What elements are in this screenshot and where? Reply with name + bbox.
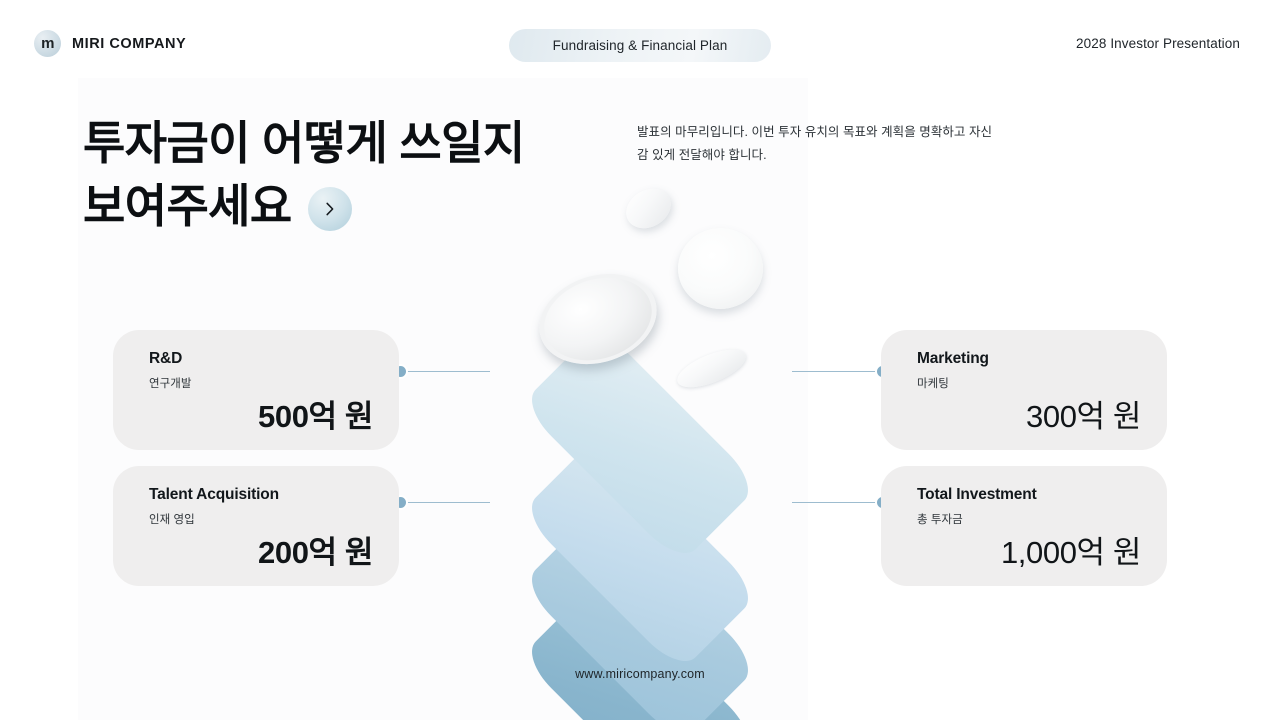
card-talent-subtitle: 인재 영입 (149, 513, 195, 526)
card-talent-title: Talent Acquisition (149, 486, 279, 503)
brand-logo[interactable]: m MIRI COMPANY (34, 30, 186, 57)
card-marketing-value: 300억 원 (1026, 399, 1141, 434)
card-marketing-subtitle: 마케팅 (917, 377, 949, 390)
section-badge-label: Fundraising & Financial Plan (552, 38, 728, 53)
title-line-1: 투자금이 어떻게 쓰일지 (83, 117, 525, 169)
coin-disc-medium (678, 228, 763, 309)
coin-disc-main (527, 259, 669, 379)
card-rnd-title: R&D (149, 350, 183, 367)
card-total-title: Total Investment (917, 486, 1037, 503)
card-marketing-title: Marketing (917, 350, 989, 367)
coin-disc-flat (672, 341, 751, 396)
card-total-subtitle: 총 투자금 (917, 513, 963, 526)
card-rnd-subtitle: 연구개발 (149, 377, 192, 390)
page-title: 투자금이 어떻게 쓰일지 보여주세요 (83, 112, 553, 239)
chevron-right-icon[interactable] (307, 187, 352, 232)
card-rnd-value: 500억 원 (258, 399, 373, 434)
coin-disc-small (618, 180, 679, 237)
connector-line-rnd (402, 371, 490, 372)
card-talent-value: 200억 원 (258, 535, 373, 570)
card-total-investment[interactable]: Total Investment 총 투자금 1,000억 원 (881, 466, 1167, 586)
section-badge: Fundraising & Financial Plan (509, 29, 771, 62)
card-talent-acquisition[interactable]: Talent Acquisition 인재 영입 200억 원 (113, 466, 399, 586)
card-rnd[interactable]: R&D 연구개발 500억 원 (113, 330, 399, 450)
title-line-2-row: 보여주세요 (83, 175, 553, 238)
slide-header: m MIRI COMPANY Fundraising & Financial P… (0, 0, 1280, 86)
footer-url[interactable]: www.miricompany.com (575, 667, 705, 681)
brand-name-label: MIRI COMPANY (72, 35, 187, 52)
card-marketing[interactable]: Marketing 마케팅 300억 원 (881, 330, 1167, 450)
miri-logo-icon: m (34, 30, 61, 57)
connector-line-talent (402, 502, 490, 503)
slide-description: 발표의 마무리입니다. 이번 투자 유치의 목표와 계획을 명확하고 자신감 있… (637, 125, 993, 163)
card-total-value: 1,000억 원 (1000, 535, 1141, 570)
title-line-2: 보여주세요 (83, 180, 292, 233)
connector-line-total (792, 502, 882, 503)
presentation-label: 2028 Investor Presentation (1076, 36, 1240, 51)
connector-line-marketing (792, 371, 882, 372)
layered-stack-illustration (440, 180, 840, 720)
